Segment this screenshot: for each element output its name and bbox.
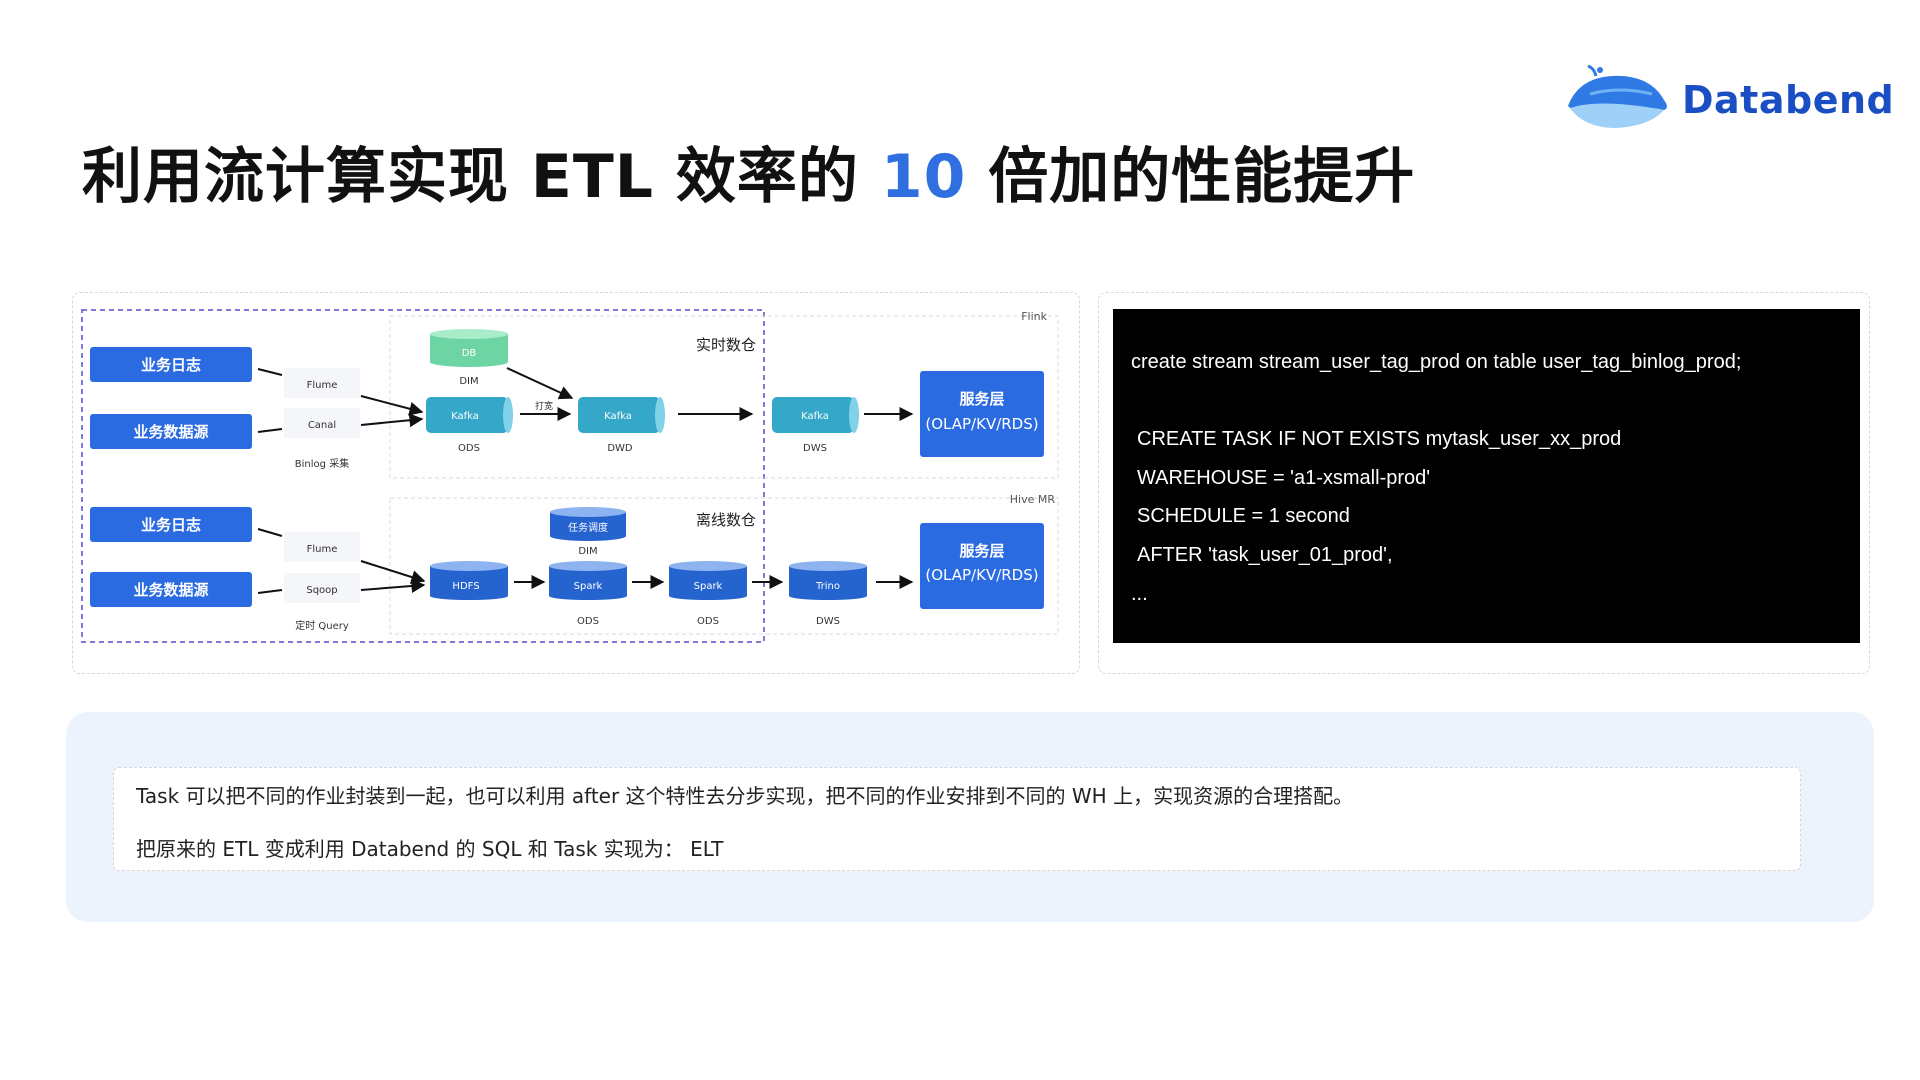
logo-text: Databend	[1682, 78, 1895, 122]
top-dwd-caption: DWD	[607, 443, 633, 454]
top-db: DB	[462, 348, 477, 359]
bottom-source-log-box	[90, 507, 252, 542]
top-canal: Canal	[308, 420, 336, 431]
bottom-flume: Flume	[307, 544, 338, 555]
whale-icon	[1568, 64, 1667, 128]
hive-label: Hive MR	[1010, 493, 1056, 506]
top-kafka-ods-cylinder	[426, 397, 513, 433]
top-widen-label: 打宽	[535, 400, 553, 412]
top-flume: Flume	[307, 380, 338, 391]
bottom-ods1-caption: ODS	[577, 616, 599, 627]
bottom-spark1: Spark	[574, 581, 603, 592]
code-line-5: AFTER 'task_user_01_prod',	[1137, 544, 1393, 566]
code-line-2: CREATE TASK IF NOT EXISTS mytask_user_xx…	[1137, 428, 1622, 450]
note-line-1: Task 可以把不同的作业封装到一起，也可以利用 after 这个特性去分步实现…	[136, 784, 1354, 808]
note-line-2: 把原来的 ETL 变成利用 Databend 的 SQL 和 Task 实现为：…	[136, 837, 724, 861]
code-line-6: ...	[1131, 583, 1148, 605]
top-source-log: 业务日志	[141, 356, 201, 374]
bottom-service-line1: 服务层	[959, 542, 1004, 560]
realtime-label: 实时数仓	[696, 336, 756, 354]
bottom-flume-box	[284, 532, 360, 562]
top-kafka-dwd: Kafka	[604, 411, 632, 422]
code-panel	[1098, 292, 1870, 674]
top-kafka-ods: Kafka	[451, 411, 479, 422]
bottom-task-cylinder	[550, 507, 626, 541]
flink-label: Flink	[1021, 310, 1047, 323]
top-source-log-box	[90, 347, 252, 382]
bottom-sqoop: Sqoop	[306, 585, 337, 596]
bottom-collect-caption: 定时 Query	[295, 619, 349, 632]
bottom-trino: Trino	[815, 581, 840, 592]
top-flume-box	[284, 368, 360, 398]
bottom-hdfs-cylinder	[430, 561, 508, 600]
bottom-hdfs: HDFS	[452, 581, 479, 592]
top-dws-caption: DWS	[803, 443, 827, 454]
bottom-source-data: 业务数据源	[133, 581, 208, 599]
bottom-dim-caption: DIM	[578, 546, 597, 557]
top-service-box	[920, 371, 1044, 457]
code-line-3: WAREHOUSE = 'a1-xsmall-prod'	[1137, 467, 1431, 489]
top-dim-caption: DIM	[459, 376, 478, 387]
bottom-task: 任务调度	[568, 521, 608, 534]
page-title: 利用流计算实现 ETL 效率的 10 倍加的性能提升	[82, 128, 1415, 215]
top-kafka-dws-cylinder	[772, 397, 859, 433]
top-source-data: 业务数据源	[133, 423, 208, 441]
top-canal-box	[284, 408, 360, 438]
bottom-service-line2: (OLAP/KV/RDS)	[925, 566, 1038, 584]
top-kafka-dws: Kafka	[801, 411, 829, 422]
top-source-data-box	[90, 414, 252, 449]
etl-diagram-panel	[72, 292, 1080, 674]
bottom-sqoop-box	[284, 573, 360, 603]
code-line-4: SCHEDULE = 1 second	[1137, 505, 1350, 527]
bottom-source-data-box	[90, 572, 252, 607]
bottom-spark2-cylinder	[669, 561, 747, 600]
offline-label: 离线数仓	[696, 511, 756, 529]
scope-dashed-border	[81, 309, 765, 643]
top-service-line1: 服务层	[959, 390, 1004, 408]
offline-region	[389, 497, 1059, 635]
bottom-service-box	[920, 523, 1044, 609]
note-box: Task 可以把不同的作业封装到一起，也可以利用 after 这个特性去分步实现…	[113, 767, 1801, 871]
top-collect-caption: Binlog 采集	[295, 457, 349, 470]
top-ods-caption: ODS	[458, 443, 480, 454]
bottom-trino-cylinder	[789, 561, 867, 600]
bottom-spark2: Spark	[694, 581, 723, 592]
code-block: create stream stream_user_tag_prod on ta…	[1113, 309, 1860, 643]
title-suffix: 倍加的性能提升	[988, 142, 1416, 212]
top-service-line2: (OLAP/KV/RDS)	[925, 415, 1038, 433]
top-db-cylinder	[430, 329, 508, 367]
code-line-1: create stream stream_user_tag_prod on ta…	[1131, 351, 1742, 373]
realtime-region	[389, 315, 1059, 479]
bottom-dws-caption: DWS	[816, 616, 840, 627]
top-kafka-dwd-cylinder	[578, 397, 665, 433]
bottom-spark1-cylinder	[549, 561, 627, 600]
bottom-ods2-caption: ODS	[697, 616, 719, 627]
title-highlight: 10	[880, 142, 967, 212]
bottom-source-log: 业务日志	[141, 516, 201, 534]
title-prefix: 利用流计算实现 ETL 效率的	[82, 142, 859, 212]
